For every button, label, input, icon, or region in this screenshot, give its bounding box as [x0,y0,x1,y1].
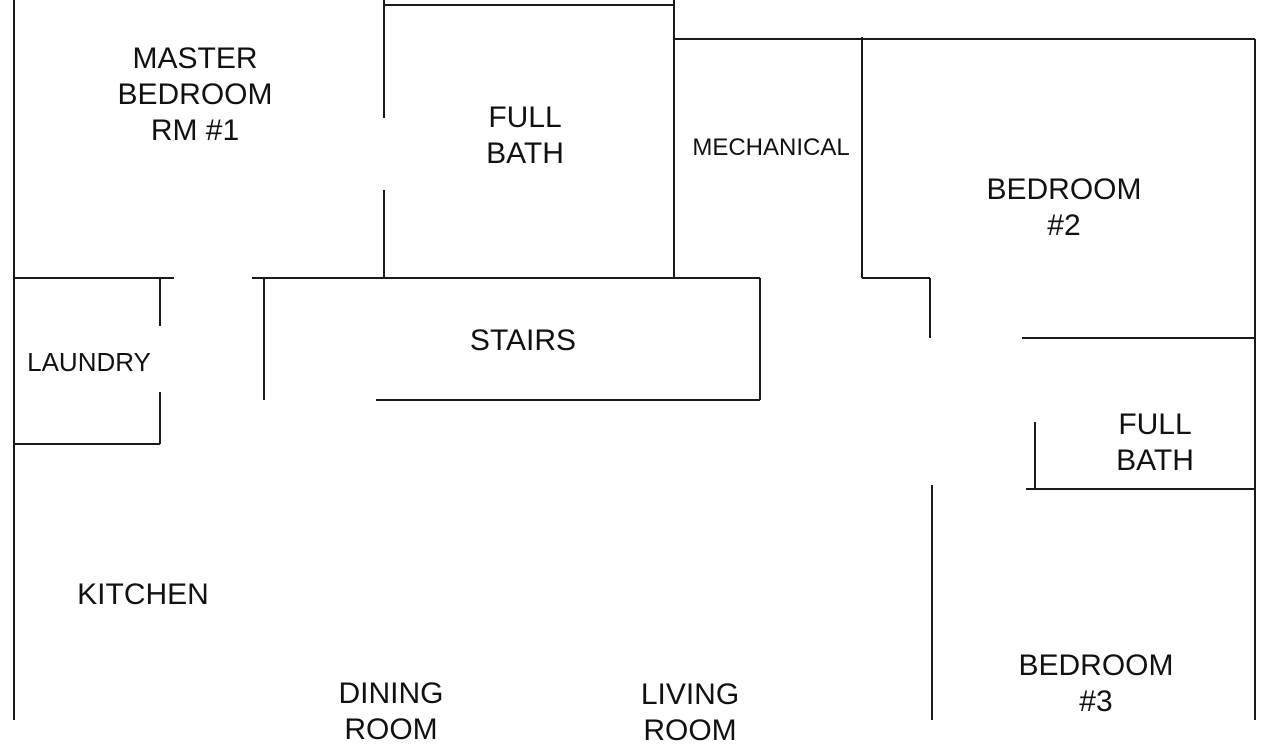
label-line: LAUNDRY [27,347,151,377]
label-line: #3 [1079,685,1113,718]
room-label-bedroom-2: BEDROOM #2 [986,172,1141,244]
room-label-bedroom-3: BEDROOM #3 [1018,648,1173,720]
label-line: MECHANICAL [692,134,850,161]
floor-plan-walls [13,0,1256,720]
room-label-mechanical: MECHANICAL [692,134,849,162]
label-line: MASTER [132,42,258,75]
room-label-full-bath-2: FULL BATH [1116,407,1194,479]
label-line: ROOM [643,714,737,747]
room-label-master-bedroom: MASTER BEDROOM RM #1 [117,41,272,149]
label-line: BATH [486,137,564,170]
label-line: RM #1 [150,114,240,147]
room-label-full-bath-1: FULL BATH [486,100,564,172]
room-label-dining-room: DINING ROOM [339,676,444,748]
room-label-stairs: STAIRS [470,323,576,359]
label-line: DINING [338,677,444,710]
label-line: BATH [1116,444,1194,477]
room-label-kitchen: KITCHEN [77,577,209,613]
label-line: BEDROOM [986,173,1142,206]
label-line: KITCHEN [77,578,209,611]
room-label-living-room: LIVING ROOM [641,677,739,749]
label-line: LIVING [640,678,740,711]
room-label-laundry: LAUNDRY [27,348,151,376]
label-line: STAIRS [469,324,577,357]
label-line: #2 [1047,209,1081,242]
label-line: ROOM [344,713,438,746]
label-line: FULL [1118,408,1192,441]
label-line: BEDROOM [1018,649,1174,682]
label-line: BEDROOM [117,78,273,111]
label-line: FULL [488,101,562,134]
